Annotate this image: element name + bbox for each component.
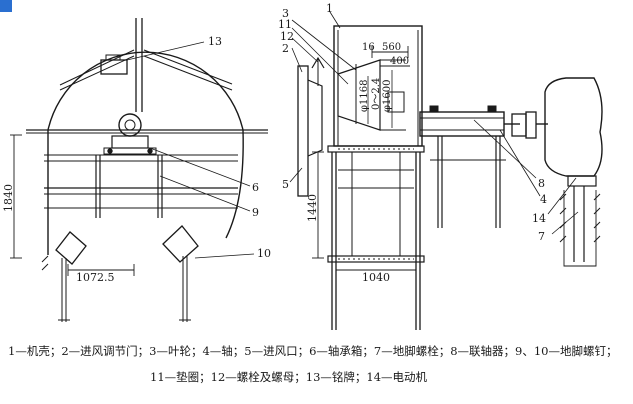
callout-5: 5 <box>282 178 289 191</box>
nameplate <box>100 59 128 75</box>
housing-outline <box>47 51 244 131</box>
dim-1440: 1440 <box>306 194 319 222</box>
corner-badge <box>0 0 12 12</box>
callout-13: 13 <box>208 35 222 48</box>
callout-8: 8 <box>538 177 545 190</box>
legend-line-2: 11—垫圈；12—螺栓及螺母；13—铭牌；14—电动机 <box>150 370 428 384</box>
bearing-box <box>103 113 157 155</box>
callout-6: 6 <box>252 181 259 194</box>
callout-2: 2 <box>282 42 289 55</box>
callout-4: 4 <box>540 193 547 206</box>
callout-7: 7 <box>538 230 545 243</box>
callout-12: 12 <box>280 30 294 43</box>
dim-16: 16 <box>362 42 375 53</box>
callout-3: 3 <box>282 7 289 20</box>
left-foot <box>55 231 87 322</box>
callout-11: 11 <box>278 18 292 31</box>
motor <box>544 77 603 177</box>
dim-gap: 0～2.4 <box>371 78 382 110</box>
dim-1040: 1040 <box>362 271 390 284</box>
callout-1: 1 <box>326 2 333 15</box>
dim-560: 560 <box>382 42 401 53</box>
dim-1072: 1072.5 <box>76 271 115 284</box>
right-foot <box>162 225 199 322</box>
dim-400: 400 <box>390 56 409 67</box>
dim-phi1600: φ1600 <box>382 80 393 112</box>
dim-1840: 1840 <box>2 184 15 212</box>
legend-line-1: 1—机壳；2—进风调节门；3—叶轮；4—轴；5—进风口；6—轴承箱；7—地脚螺栓… <box>8 344 618 358</box>
right-view <box>289 11 603 330</box>
callout-9: 9 <box>252 206 259 219</box>
left-view <box>10 18 268 322</box>
callout-10: 10 <box>257 247 271 260</box>
callout-14: 14 <box>532 212 546 225</box>
dim-phi1168: φ1168 <box>359 80 370 112</box>
coupling <box>511 113 527 137</box>
